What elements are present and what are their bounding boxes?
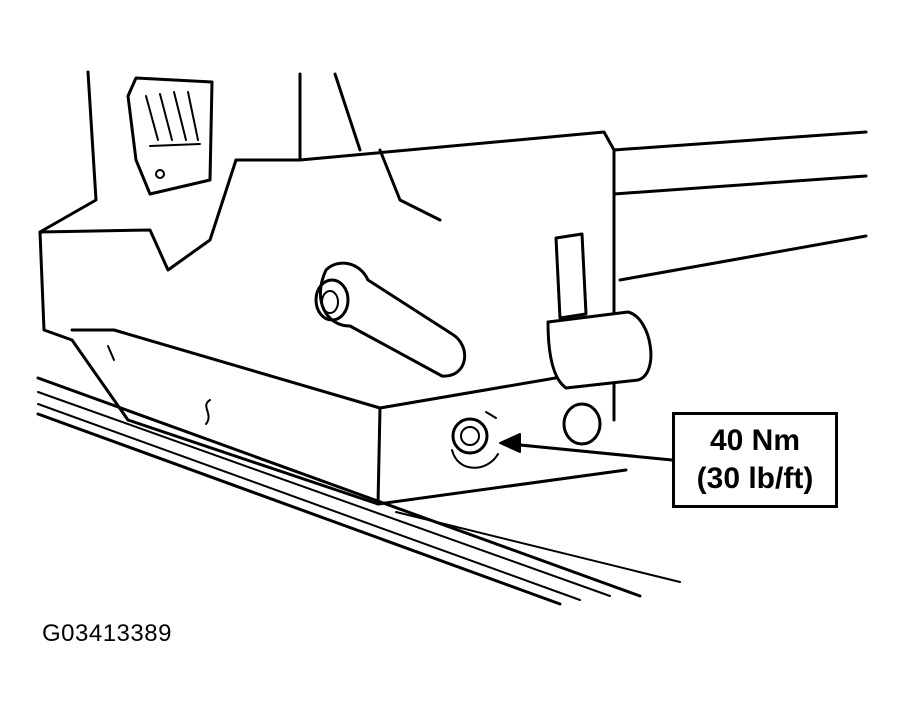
upper-handle	[126, 76, 214, 196]
figure-id-label: G03413389	[42, 620, 172, 647]
seat-track-rails	[36, 376, 681, 606]
torque-imperial-label: (30 lb/ft)	[696, 462, 814, 495]
seat-base-block	[70, 328, 628, 506]
release-latch	[546, 232, 653, 446]
torque-callout: 40 Nm (30 lb/ft)	[672, 412, 838, 508]
seat-frame	[38, 70, 868, 422]
torque-metric-label: 40 Nm	[709, 424, 801, 457]
callout-leader	[499, 433, 674, 462]
mounting-bolt	[451, 411, 499, 469]
recliner-lever	[314, 261, 467, 378]
